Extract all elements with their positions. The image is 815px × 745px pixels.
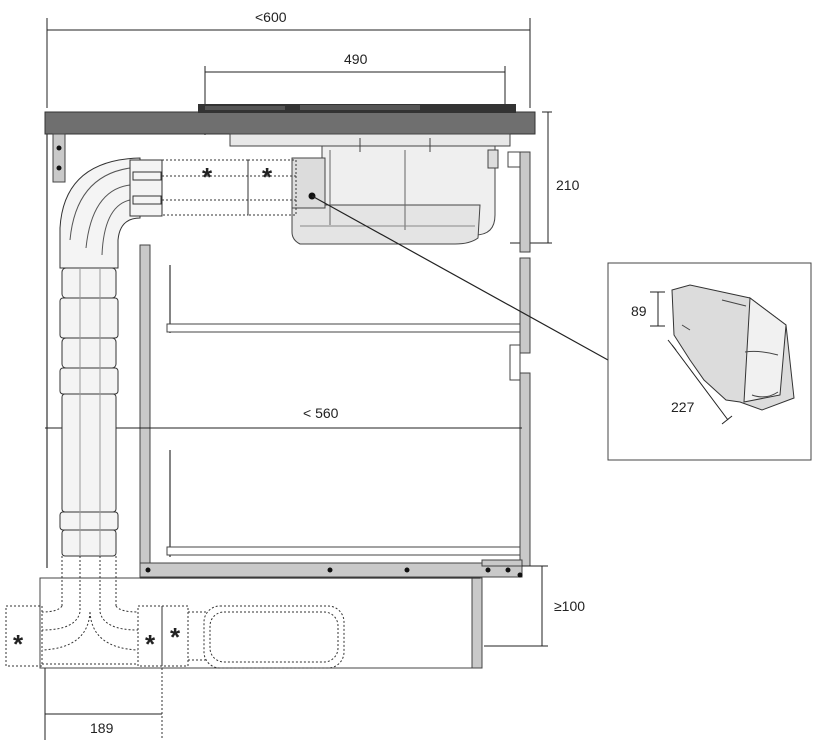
worktop bbox=[44, 111, 536, 135]
dim-inner-width: < 560 bbox=[45, 405, 522, 429]
dim-duct-offset: 189 bbox=[44, 668, 163, 740]
detail-height-label: 89 bbox=[631, 303, 647, 319]
hob-glass bbox=[198, 104, 516, 113]
dim-total-width: <600 bbox=[46, 9, 531, 108]
drawer-lower bbox=[166, 450, 521, 557]
dim-plinth-height: ≥100 bbox=[484, 565, 585, 647]
cabinet-front bbox=[507, 151, 531, 567]
dim-plinth-height-label: ≥100 bbox=[554, 598, 585, 614]
hob-body bbox=[229, 133, 511, 245]
cabinet-inner-side bbox=[139, 244, 151, 566]
dim-inner-width-label: < 560 bbox=[303, 405, 339, 421]
joint-marker-4: * bbox=[145, 629, 156, 659]
dim-total-width-label: <600 bbox=[255, 9, 287, 25]
joint-marker-1: * bbox=[202, 162, 213, 192]
dim-hob-width: 490 bbox=[204, 51, 506, 135]
dim-duct-offset-label: 189 bbox=[90, 720, 114, 736]
joint-marker-5: * bbox=[170, 622, 181, 652]
detail-inset: 89 227 bbox=[607, 262, 812, 461]
detail-length-label: 227 bbox=[671, 399, 695, 415]
upper-duct-dotted bbox=[161, 159, 297, 216]
joint-marker-2: * bbox=[262, 162, 273, 192]
plinth-duct-dotted bbox=[5, 556, 345, 669]
plinth bbox=[39, 577, 483, 669]
joint-marker-3: * bbox=[13, 629, 24, 659]
dim-hob-height: 210 bbox=[510, 111, 580, 244]
hob-outlet bbox=[291, 157, 326, 209]
callout-line bbox=[311, 195, 609, 361]
cabinet-base-rail bbox=[139, 559, 523, 578]
drawer-upper bbox=[166, 265, 521, 333]
dim-hob-width-label: 490 bbox=[344, 51, 368, 67]
dim-hob-height-label: 210 bbox=[556, 177, 580, 193]
cabinet-left-bracket bbox=[52, 133, 66, 183]
vertical-duct bbox=[59, 157, 163, 557]
